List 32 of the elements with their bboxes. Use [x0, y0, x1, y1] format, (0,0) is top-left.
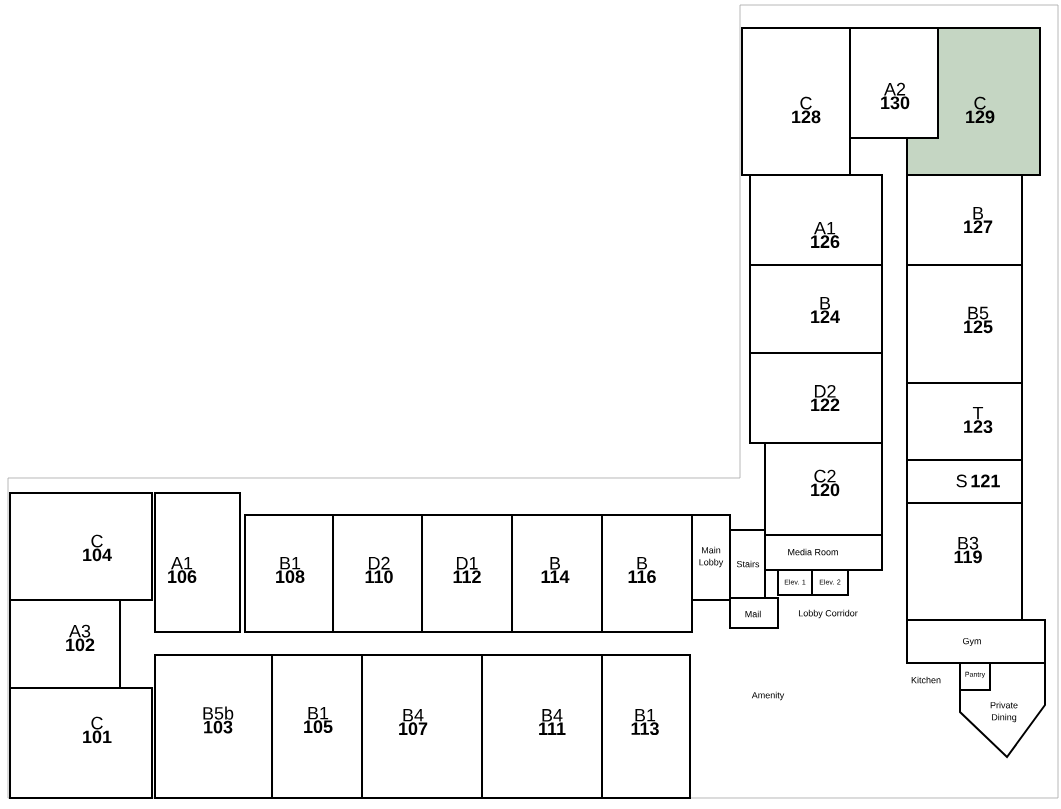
apartment-unit: B5 125 [906, 264, 1023, 384]
apartment-unit: C2 120 [764, 442, 883, 536]
apartment-unit: B4 111 [481, 654, 603, 799]
apartment-unit: A3 102 [9, 599, 121, 689]
apartment-unit: S 121 [906, 459, 1023, 504]
room: Media Room [764, 534, 883, 571]
apartment-unit: D1 112 [421, 514, 513, 633]
room: Main Lobby [691, 514, 731, 601]
area-label: Lobby Corridor [799, 609, 858, 619]
apartment-unit: B 124 [749, 264, 883, 354]
apartment-unit: B1 108 [244, 514, 334, 633]
apartment-unit: A1 126 [749, 174, 883, 266]
apartment-unit: D2 110 [332, 514, 423, 633]
apartment-unit: A1 106 [154, 492, 241, 633]
area-label: Kitchen [911, 676, 941, 684]
room: Stairs [729, 529, 766, 599]
apartment-unit: C 128 [741, 27, 851, 176]
apartment-unit: B 114 [511, 514, 603, 633]
room: Gym [906, 619, 1046, 664]
area-label: Amenity [751, 691, 785, 701]
apartment-unit: B3 119 [906, 502, 1023, 621]
apartment-unit: C 104 [9, 492, 153, 601]
apartment-unit: B1 105 [271, 654, 363, 799]
apartment-unit: D2 122 [749, 352, 883, 444]
apartment-unit: B1 113 [601, 654, 691, 799]
room: Mail [729, 597, 779, 629]
apartment-unit: C 101 [9, 687, 153, 799]
apartment-unit: B 116 [601, 514, 693, 633]
apartment-unit: B 127 [906, 174, 1023, 266]
apartment-unit: B4 107 [361, 654, 483, 799]
apartment-unit: B5b 103 [154, 654, 273, 799]
apartment-unit: T 123 [906, 382, 1023, 461]
